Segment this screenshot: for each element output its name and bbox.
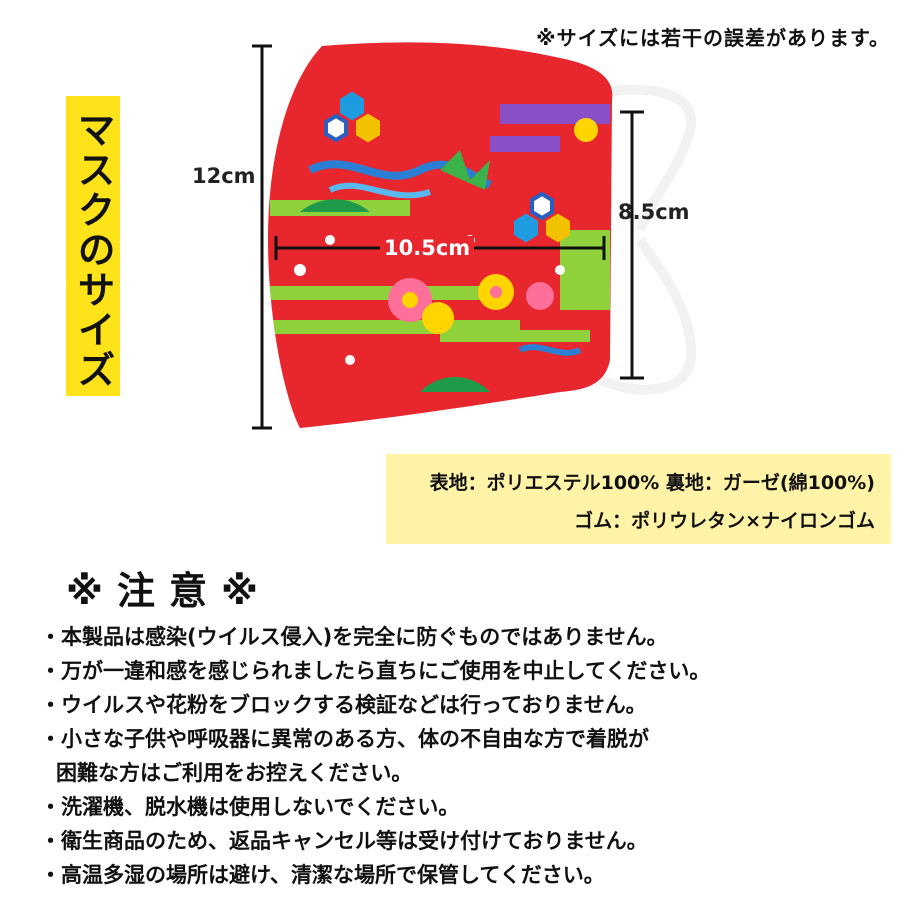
height-dimension-label: 12cm xyxy=(192,164,256,188)
caution-item: ・小さな子供や呼吸器に異常のある方、体の不自由な方で着脱が xyxy=(40,727,649,751)
caution-item: ・万が一違和感を感じられましたら直ちにご使用を中止してください。 xyxy=(40,659,711,683)
caution-item: ・衛生商品のため、返品キャンセル等は受け付けておりません。 xyxy=(40,829,648,853)
caution-item: ・ウイルスや花粉をブロックする検証などは行っておりません。 xyxy=(40,693,647,717)
caution-list: ・本製品は感染(ウイルス侵入)を完全に防ぐものではありません。 ・万が一違和感を… xyxy=(40,620,900,892)
caution-item: ・高温多湿の場所は避け、清潔な場所で保管してください。 xyxy=(40,863,605,887)
side-height-dimension-label: 8.5cm xyxy=(618,200,690,224)
material-info-box: 表地：ポリエステル100% 裏地：ガーゼ(綿100%) ゴム：ポリウレタン×ナイ… xyxy=(386,454,891,544)
caution-item: ・本製品は感染(ウイルス侵入)を完全に防ぐものではありません。 xyxy=(40,625,668,649)
material-line-1: 表地：ポリエステル100% 裏地：ガーゼ(綿100%) xyxy=(429,472,875,494)
mask-illustration xyxy=(252,42,697,430)
mask-size-label-text: マスクのサイズ xyxy=(71,110,115,390)
mask-size-label: マスクのサイズ xyxy=(66,96,120,396)
size-tolerance-note: ※サイズには若干の誤差があります。 xyxy=(536,26,890,50)
ear-loop-bottom xyxy=(598,237,697,395)
caution-item-continued: 困難な方はご利用をお控えください。 xyxy=(56,761,413,785)
caution-item: ・洗濯機、脱水機は使用しないでください。 xyxy=(40,795,460,819)
caution-title: ※注意※ xyxy=(66,569,272,613)
mask-body xyxy=(268,42,613,429)
material-line-2: ゴム：ポリウレタン×ナイロンゴム xyxy=(574,510,875,532)
ear-loop-top xyxy=(588,84,697,232)
width-dimension-label: 10.5cm xyxy=(380,236,475,260)
